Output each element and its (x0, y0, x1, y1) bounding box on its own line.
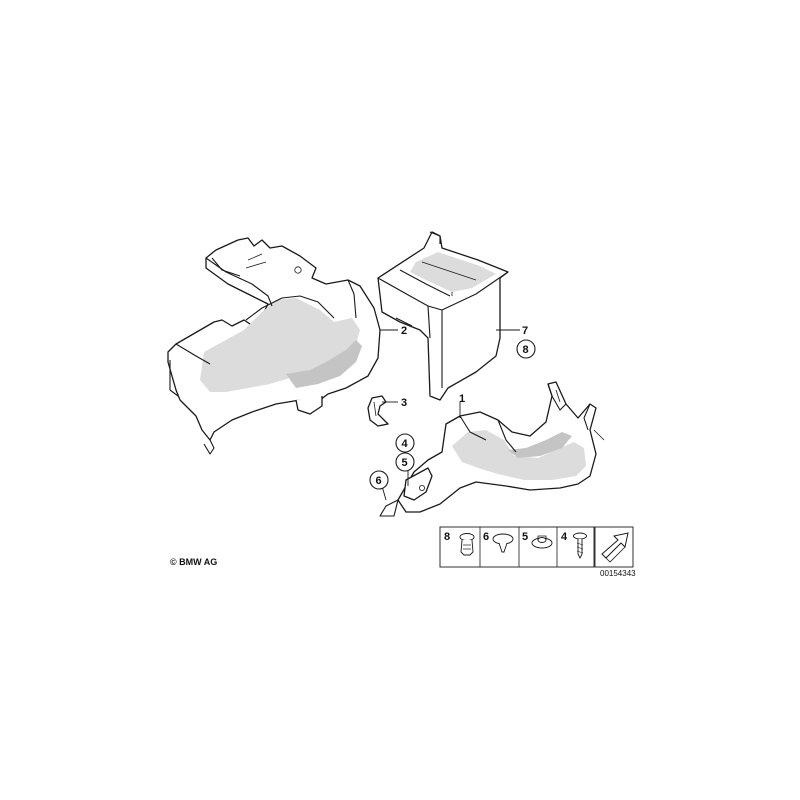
copyright-notice: © BMW AG (170, 557, 217, 567)
legend-label-4: 4 (561, 531, 568, 543)
legend-label-5: 5 (522, 531, 528, 543)
part-2-footwell-trim (167, 237, 381, 455)
part-7-bracket (377, 231, 509, 401)
callout-1: 1 (459, 393, 465, 405)
part-3-clip (367, 395, 389, 427)
callout-4: 4 (402, 438, 409, 450)
callout-6: 6 (376, 475, 382, 487)
callout-8: 8 (523, 344, 529, 356)
part-1-footwell-trim (379, 381, 605, 517)
document-number: 00154343 (600, 569, 636, 578)
arrow-icon (601, 532, 629, 563)
callout-2: 2 (401, 325, 407, 337)
callout-5: 5 (402, 457, 408, 469)
legend-label-8: 8 (444, 531, 450, 543)
callout-3: 3 (401, 397, 407, 409)
callouts: 2 7 8 3 1 4 5 6 (369, 325, 536, 490)
screw-icon (573, 532, 587, 560)
fastener-legend: 8 6 5 4 (439, 526, 636, 578)
expanding-rivet-icon (459, 533, 475, 556)
push-clip-icon (492, 533, 514, 553)
callout-7: 7 (522, 325, 528, 337)
leader-lines (380, 329, 520, 501)
legend-label-6: 6 (483, 531, 489, 543)
nut-icon (531, 535, 553, 549)
